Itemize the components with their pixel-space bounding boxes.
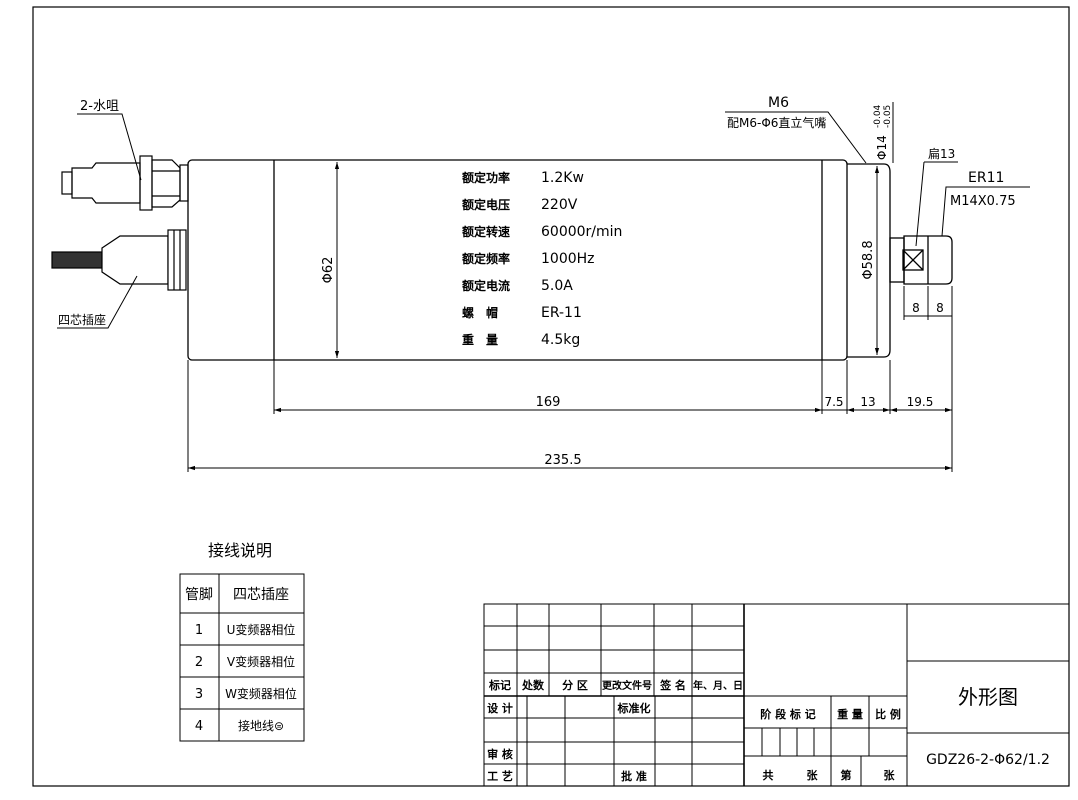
spec-label: 额定电流 [462, 278, 510, 293]
callout-shaft-dia: Φ14 -0.04 -0.05 [873, 104, 893, 160]
water-nozzle-icon [61, 155, 189, 211]
tb-gengai: 更改文件号 [602, 679, 652, 692]
wiring-table [179, 573, 305, 742]
tb-chushu: 处数 [521, 678, 545, 692]
wiring-row-desc: 接地线⊜ [238, 718, 284, 733]
tb-shenhe: 审 核 [487, 747, 513, 761]
wiring-row-desc: W变频器相位 [225, 686, 297, 701]
wiring-title: 接线说明 [208, 541, 272, 560]
tb-pizhun: 批 准 [621, 769, 647, 783]
dim-body-dia: Φ62 [321, 257, 336, 284]
tb-jieduan: 阶 段 标 记 [760, 707, 816, 721]
dim-8-b: 8 [936, 301, 944, 315]
drawing-number: GDZ26-2-Φ62/1.2 [926, 752, 1050, 768]
spindle-outline [187, 159, 953, 361]
spec-label: 额定功率 [462, 170, 510, 185]
leader-flat [915, 161, 925, 247]
tb-riqi: 年、月、日 [693, 679, 743, 692]
dim-front-dia: Φ58.8 [861, 240, 876, 279]
wiring-row-desc: V变频器相位 [227, 654, 295, 669]
dim-19-5: 19.5 [907, 395, 934, 409]
wiring-row-pin: 3 [195, 687, 203, 702]
callout-collet: ER11 [968, 170, 1004, 186]
spec-value: 1.2Kw [541, 170, 584, 186]
callout-m6: M6 [768, 95, 789, 111]
spec-label: 额定转速 [462, 224, 510, 239]
wiring-header-pin: 管脚 [185, 587, 213, 603]
leader-water-nozzle [77, 113, 142, 181]
callout-m6-fitting: 配M6-Φ6直立气嘴 [727, 115, 826, 130]
tb-zhongliang: 重 量 [837, 707, 863, 721]
dim-235-5: 235.5 [544, 453, 581, 468]
spec-value: 1000Hz [541, 251, 595, 267]
shaft [889, 237, 905, 283]
title-block-labels: 标记 处数 分 区 更改文件号 签 名 年、月、日 设 计 标准化 审 核 工 … [487, 678, 901, 783]
tb-gongyi: 工 艺 [487, 769, 513, 783]
callout-connector: 四芯插座 [58, 312, 106, 327]
connector-icon [51, 229, 187, 291]
spec-label: 重 量 [462, 332, 498, 347]
tb-di: 第 [841, 768, 852, 782]
dim-7-5: 7.5 [824, 395, 843, 409]
tb-gong: 共 [763, 768, 774, 782]
dim-13: 13 [860, 395, 875, 409]
spindle-body [187, 159, 848, 361]
leader-m6 [725, 111, 867, 164]
tb-zhang1: 张 [807, 768, 819, 782]
spec-label: 额定频率 [462, 251, 510, 266]
tb-fenqu: 分 区 [562, 678, 588, 692]
wiring-header-connector: 四芯插座 [233, 587, 289, 603]
svg-text:Φ14: Φ14 [875, 135, 889, 160]
dim-169: 169 [536, 395, 561, 410]
spec-value: 5.0A [541, 278, 573, 294]
callout-water-nozzle: 2-水咀 [80, 99, 119, 114]
collet-nut [903, 235, 953, 285]
callout-flat: 扁13 [928, 147, 955, 161]
tb-biaozhunhua: 标准化 [617, 701, 651, 715]
spec-label: 螺 帽 [462, 305, 498, 320]
spec-value: 220V [541, 197, 578, 213]
spec-value: 4.5kg [541, 332, 580, 348]
title-block [483, 603, 1070, 787]
leader-collet [941, 186, 1030, 237]
tb-sheji: 设 计 [487, 701, 513, 715]
spec-label: 额定电压 [462, 197, 510, 212]
wiring-rows: 1 U变频器相位 2 V变频器相位 3 W变频器相位 4 接地线⊜ [195, 622, 297, 734]
wiring-row-desc: U变频器相位 [227, 622, 296, 637]
svg-text:-0.04: -0.04 [873, 104, 883, 128]
wiring-row-pin: 1 [195, 623, 203, 638]
svg-text:-0.05: -0.05 [883, 105, 893, 128]
tb-qianming: 签 名 [659, 678, 686, 692]
dim-8-a: 8 [912, 301, 920, 315]
tb-zhang2: 张 [884, 768, 896, 782]
wiring-row-pin: 4 [195, 719, 203, 734]
tb-bili: 比 例 [875, 707, 901, 721]
spec-value: 60000r/min [541, 224, 622, 240]
drawing-name: 外形图 [958, 685, 1018, 709]
tb-biaoji: 标记 [488, 678, 511, 692]
leader-connector [57, 275, 138, 329]
flat-symbol [902, 249, 924, 271]
spec-rows: 额定功率 1.2Kw 额定电压 220V 额定转速 60000r/min 额定频率 1000H… [462, 170, 622, 348]
wiring-row-pin: 2 [195, 655, 203, 670]
callout-thread: M14X0.75 [950, 194, 1016, 209]
spec-value: ER-11 [541, 305, 582, 321]
